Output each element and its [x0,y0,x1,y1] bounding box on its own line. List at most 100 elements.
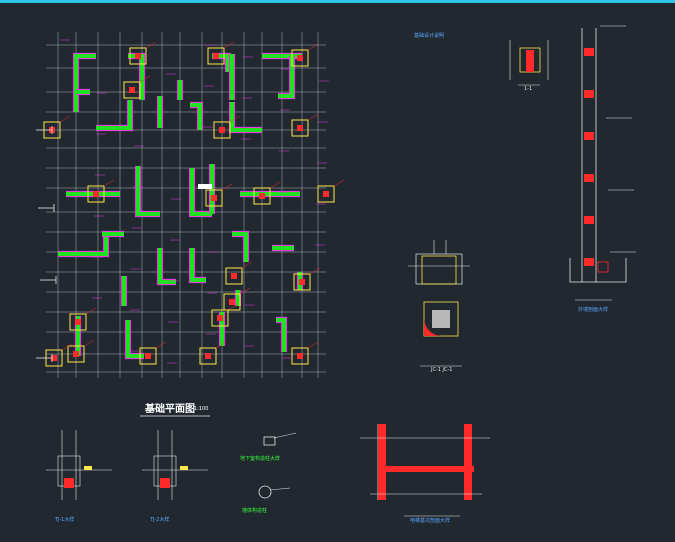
tj2-label: TJ-2大样 [149,516,169,523]
column-leader [307,341,319,349]
column-box [129,47,147,65]
tj-mark [180,466,188,470]
wall-strip [190,168,212,216]
wall-section-footing [569,258,627,283]
column-leader [215,341,227,349]
wall-outline [72,52,96,112]
wall-section-rebar [584,132,594,140]
wall-section-rebar [584,258,594,266]
column-core [297,353,303,359]
column-leader [155,341,167,349]
wall-section-rebar [584,160,594,168]
wall-strip [230,102,262,132]
wall-strip [232,232,248,262]
legend-rect-label: 地下室构造柱大样 [240,455,280,462]
column-box [291,49,309,67]
plan-section-markers [36,39,329,364]
pit-wall-rebar [378,424,386,500]
column-leader [241,261,253,269]
tj-rebar [160,478,170,488]
column-box [139,347,157,365]
wall-outline [156,248,176,286]
section-1-1-label: 1-1 [524,86,532,92]
wall-strip [90,234,108,256]
wall-strip [190,103,202,130]
column-core [205,353,211,359]
column-box [291,119,309,137]
column-box [213,121,231,139]
column-core [219,127,225,133]
column-box [207,47,225,65]
column-box [225,267,243,285]
viewport-top-border [0,0,675,3]
column-core [73,351,79,357]
legend-circle-label: 墙体构造柱 [242,507,267,514]
wall-outline [188,248,206,284]
column-core [93,191,99,197]
wall-section-rebar [584,146,594,154]
wall-section-rebar [584,216,594,224]
jc-plan-quadrant [424,318,442,336]
wall-section-rebar [584,104,594,112]
wall-strip [136,166,160,216]
column-core [231,273,237,279]
wall-strip [126,320,144,358]
wall-strip [278,56,294,98]
plan-wall-strips [58,52,304,360]
jc-plan-core [432,310,450,328]
column-leader [61,343,73,351]
column-box [205,189,223,207]
column-box [253,187,271,205]
tj2-detail [142,430,208,500]
wall-section-rebar [584,34,594,42]
column-box [199,347,217,365]
wall-section-rebar [584,188,594,196]
wall-strip [96,100,132,130]
column-box [67,345,85,363]
column-core [75,319,81,325]
section-11-core [526,50,534,72]
column-box [211,309,229,327]
elevator-pit-label: 电梯基坑剖面大样 [410,517,450,524]
plan-scale: 1:100 [194,406,208,412]
column-leader [269,181,281,189]
column-leader [145,41,157,49]
jc-top-outline [415,253,463,285]
legend-circle-symbol [258,485,272,499]
wall-section-detail [569,25,636,301]
jc-foundation-detail [408,240,470,367]
jc-top-inner [421,255,457,285]
column-box [293,273,311,291]
column-core [129,87,135,93]
wall-section-rebar [584,76,594,84]
plan-title: 基础平面图 [144,402,195,415]
notes-title: 基础设计说明 [414,32,444,39]
column-leader [307,113,319,121]
wall-section-rebar [584,202,594,210]
column-core [323,191,329,197]
plan-axis-grid [46,32,326,378]
wall-strip [190,248,206,282]
wall-strip [158,248,176,284]
column-box [223,293,241,311]
column-leader [85,307,97,315]
column-box [123,81,141,99]
wall-outline [124,320,144,360]
column-core [135,53,141,59]
legend-circle-leader [269,487,291,491]
column-box [317,185,335,203]
column-core [213,53,219,59]
pit-wall-rebar [464,424,472,500]
column-core [51,355,57,361]
wall-section-rebar [584,244,594,252]
plan-highlight-mark [198,184,212,189]
column-core [145,353,151,359]
column-box [69,313,87,331]
legend-rect-leader [273,432,297,439]
column-core [299,279,305,285]
wall-section-rebar [584,90,594,98]
tj1-label: TJ-1大样 [54,516,74,523]
legend-rect-symbol [263,436,276,446]
